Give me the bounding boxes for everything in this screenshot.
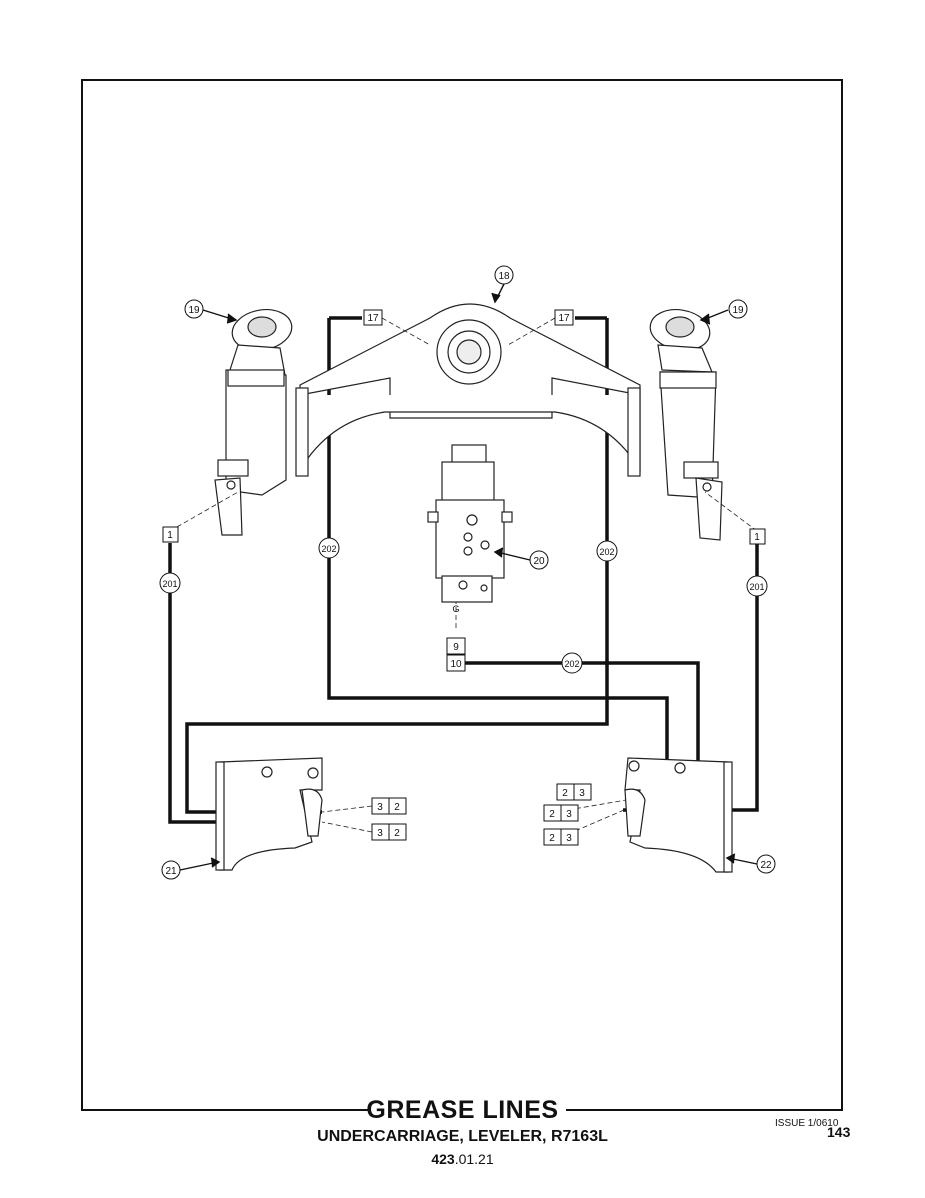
callout-arrows bbox=[179, 283, 758, 871]
svg-text:3: 3 bbox=[377, 828, 383, 839]
svg-text:201: 201 bbox=[162, 579, 177, 589]
document-title: GREASE LINES bbox=[366, 1096, 559, 1124]
callout-202-bottom: 202 bbox=[561, 652, 583, 674]
callout-201-left: 201 bbox=[159, 572, 181, 594]
svg-text:10: 10 bbox=[450, 659, 462, 670]
box-pair-left-1: 3 2 bbox=[371, 797, 407, 815]
svg-text:2: 2 bbox=[562, 788, 568, 799]
document-code-rest: .01.21 bbox=[454, 1151, 494, 1167]
svg-text:3: 3 bbox=[377, 802, 383, 813]
box-1-left: 1 bbox=[162, 526, 179, 543]
right-cylinder bbox=[649, 309, 723, 541]
valve-block bbox=[427, 444, 513, 603]
svg-text:3: 3 bbox=[579, 788, 585, 799]
callout-201-right: 201 bbox=[746, 575, 768, 597]
callout-19-left: 19 bbox=[184, 299, 204, 319]
box-9: 9 bbox=[446, 637, 466, 655]
box-17-left: 17 bbox=[363, 309, 383, 326]
callout-202-right: 202 bbox=[596, 540, 618, 562]
svg-text:19: 19 bbox=[188, 305, 200, 316]
svg-text:1: 1 bbox=[167, 530, 173, 541]
svg-text:2: 2 bbox=[549, 833, 555, 844]
svg-text:17: 17 bbox=[367, 313, 379, 324]
box-pair-right-2: 2 3 bbox=[543, 804, 579, 822]
callout-20: 20 bbox=[529, 550, 549, 570]
svg-text:1: 1 bbox=[754, 532, 760, 543]
svg-text:21: 21 bbox=[165, 866, 177, 877]
right-bracket bbox=[624, 757, 733, 873]
box-pair-right-3: 2 3 bbox=[543, 828, 579, 846]
svg-text:2: 2 bbox=[394, 802, 400, 813]
callout-19-right: 19 bbox=[728, 299, 748, 319]
svg-text:202: 202 bbox=[321, 544, 336, 554]
svg-text:3: 3 bbox=[566, 833, 572, 844]
box-10: 10 bbox=[446, 654, 466, 672]
box-pair-left-2: 3 2 bbox=[371, 823, 407, 841]
page-frame bbox=[81, 79, 843, 1111]
svg-text:22: 22 bbox=[760, 860, 772, 871]
page-number: 143 bbox=[827, 1124, 851, 1140]
svg-text:18: 18 bbox=[498, 271, 510, 282]
callout-22: 22 bbox=[756, 854, 776, 874]
port-g-label: G bbox=[452, 604, 459, 614]
box-17-right: 17 bbox=[554, 309, 574, 326]
leveler-beam bbox=[295, 303, 641, 477]
box-pair-right-1: 2 3 bbox=[556, 783, 592, 801]
left-cylinder bbox=[214, 309, 293, 536]
document-code-bold: 423 bbox=[431, 1151, 455, 1167]
callout-18: 18 bbox=[494, 265, 514, 285]
svg-text:20: 20 bbox=[533, 556, 545, 567]
svg-text:19: 19 bbox=[732, 305, 744, 316]
svg-text:9: 9 bbox=[453, 642, 459, 653]
issue-label: ISSUE 1/0610 bbox=[775, 1118, 839, 1129]
svg-text:2: 2 bbox=[549, 809, 555, 820]
svg-text:17: 17 bbox=[558, 313, 570, 324]
svg-text:201: 201 bbox=[749, 582, 764, 592]
callout-21: 21 bbox=[161, 860, 181, 880]
document-subtitle: UNDERCARRIAGE, LEVELER, R7163L bbox=[317, 1128, 608, 1145]
svg-text:3: 3 bbox=[566, 809, 572, 820]
svg-text:2: 2 bbox=[394, 828, 400, 839]
box-1-right: 1 bbox=[749, 528, 766, 545]
svg-text:202: 202 bbox=[599, 547, 614, 557]
document-code: 423.01.21 bbox=[0, 1151, 925, 1167]
left-bracket bbox=[215, 757, 323, 871]
svg-text:202: 202 bbox=[564, 659, 579, 669]
callout-202-left: 202 bbox=[318, 537, 340, 559]
